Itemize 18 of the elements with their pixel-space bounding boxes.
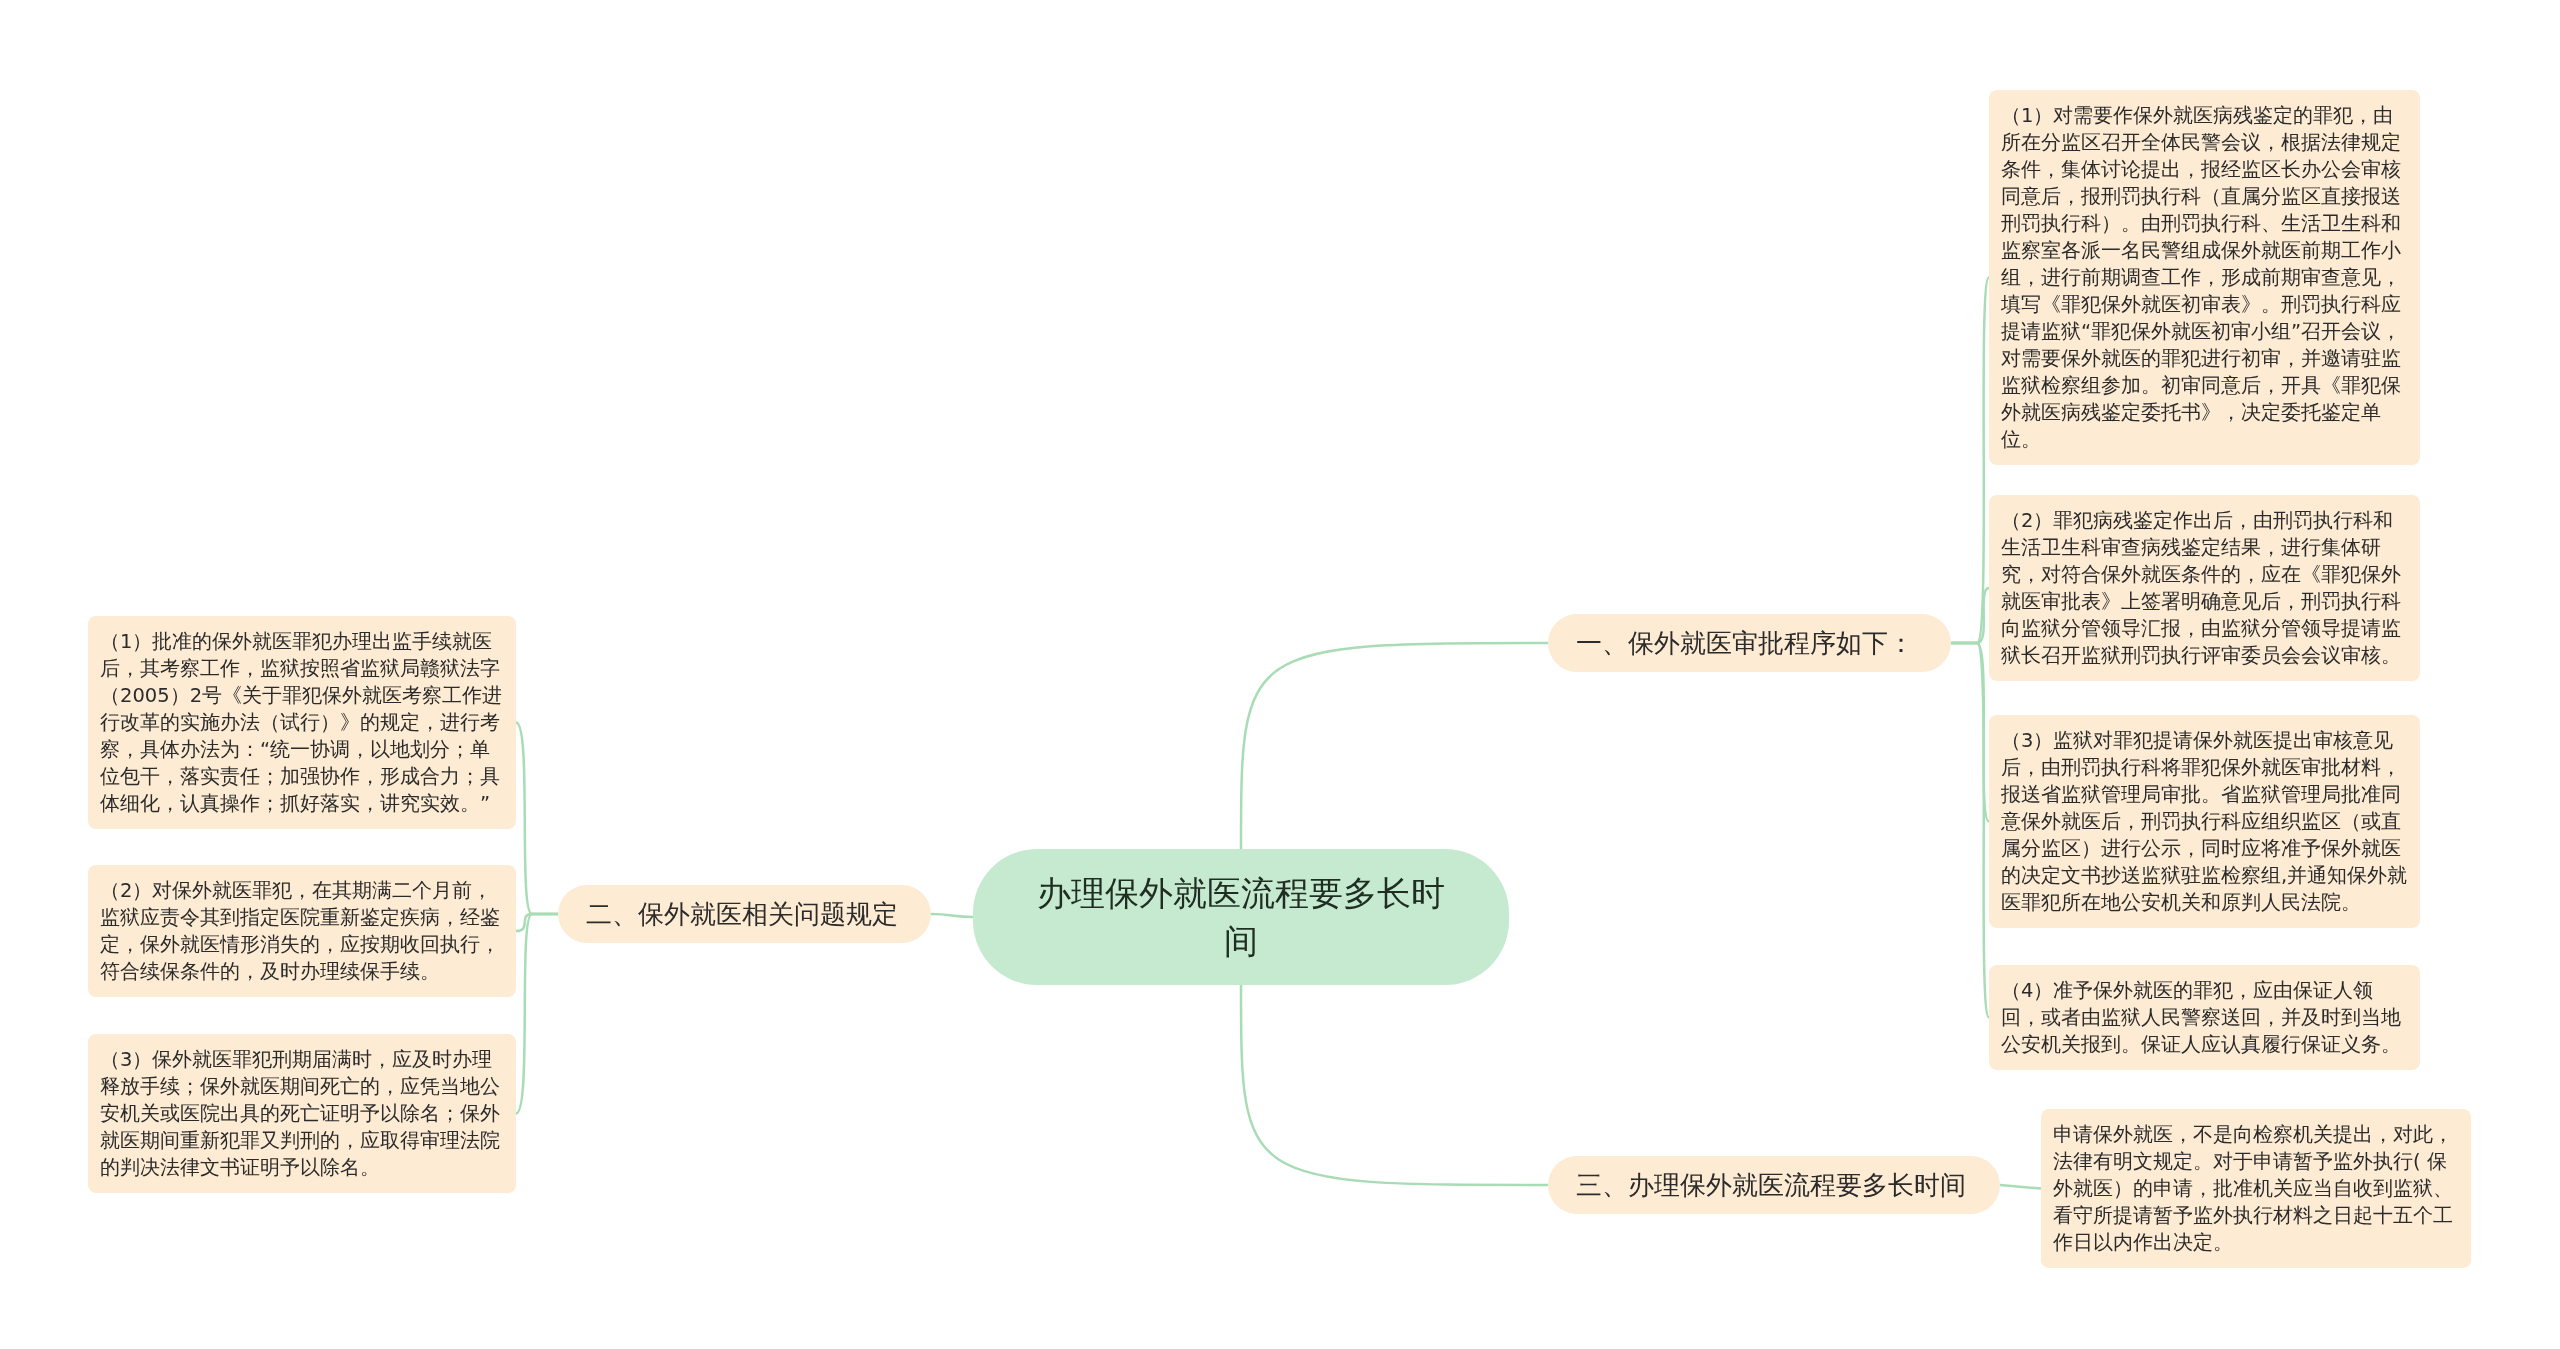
connector-line [1951, 641, 1991, 1018]
note-card: （1）对需要作保外就医病残鉴定的罪犯，由所在分监区召开全体民警会议，根据法律规定条件，集体讨论提出，报经监区长办公会审核同意后，报刑罚执行科（直属分监区直接报送刑罚执行科）。由刑罚执行科、生活卫生科和监察室各派一名民警组成保外就医前期工作小组，进行前期调查工作，形成前期审查意见，填写《罪犯保外就医初审表》。刑罚执行科应提请监狱“罪犯保外就医初审小组”召开会议，对需要保外就医的罪犯进行初审，并邀请驻监监狱检察组参加。初审同意后，开具《罪犯保外就医病残鉴定委托书》，决定委托鉴定单位。 [1989, 90, 2420, 465]
connector-line [931, 912, 973, 919]
connector-line [1239, 985, 1548, 1187]
connector-line [1239, 641, 1548, 849]
connector-line [1999, 1183, 2042, 1190]
central-topic: 办理保外就医流程要多长时间 [973, 849, 1509, 985]
branch-topic: 二、保外就医相关问题规定 [558, 885, 931, 943]
branch-topic: 三、办理保外就医流程要多长时间 [1548, 1156, 2000, 1214]
note-card: （2）罪犯病残鉴定作出后，由刑罚执行科和生活卫生科审查病残鉴定结果，进行集体研究，对符合保外就医条件的，应在《罪犯保外就医审批表》上签署明确意见后，刑罚执行科向监狱分管领导汇报，由监狱分管领导提请监狱长召开监狱刑罚执行评审委员会会议审核。 [1989, 495, 2420, 681]
note-card: （3）保外就医罪犯刑期届满时，应及时办理释放手续；保外就医期间死亡的，应凭当地公安机关或医院出具的死亡证明予以除名；保外就医期间重新犯罪又判刑的，应取得审理法院的判决法律文书证明予以除名。 [88, 1034, 516, 1193]
note-card: （4）准予保外就医的罪犯，应由保证人领回，或者由监狱人民警察送回，并及时到当地公安机关报到。保证人应认真履行保证义务。 [1989, 965, 2420, 1070]
branch-topic: 一、保外就医审批程序如下： [1548, 614, 1951, 672]
connector-line [515, 912, 558, 1115]
note-card: （3）监狱对罪犯提请保外就医提出审核意见后，由刑罚执行科将罪犯保外就医审批材料，报送省监狱管理局审批。省监狱管理局批准同意保外就医后，刑罚执行科应组织监区（或直属分监区）进行公示，同时应将准予保外就医的决定文书抄送监狱驻监检察组,并通知保外就医罪犯所在地公安机关和原判人民法院。 [1989, 715, 2420, 928]
note-card: （2）对保外就医罪犯，在其期满二个月前，监狱应责令其到指定医院重新鉴定疾病，经鉴定，保外就医情形消失的，应按期收回执行，符合续保条件的，及时办理续保手续。 [88, 865, 516, 997]
note-card: 申请保外就医，不是向检察机关提出，对此，法律有明文规定。对于申请暂予监外执行( 保外就医）的申请，批准机关应当自收到监狱、看守所提请暂予监外执行材料之日起十五个工作日以内作出决定。 [2041, 1109, 2471, 1268]
note-card: （1）批准的保外就医罪犯办理出监手续就医后，其考察工作，监狱按照省监狱局赣狱法字（2005）2号《关于罪犯保外就医考察工作进行改革的实施办法（试行）》的规定，进行考察，具体办法为：“统一协调，以地划分；单位包干，落实责任；加强协作，形成合力；具体细化，认真操作；抓好落实，讲究实效。” [88, 616, 516, 829]
